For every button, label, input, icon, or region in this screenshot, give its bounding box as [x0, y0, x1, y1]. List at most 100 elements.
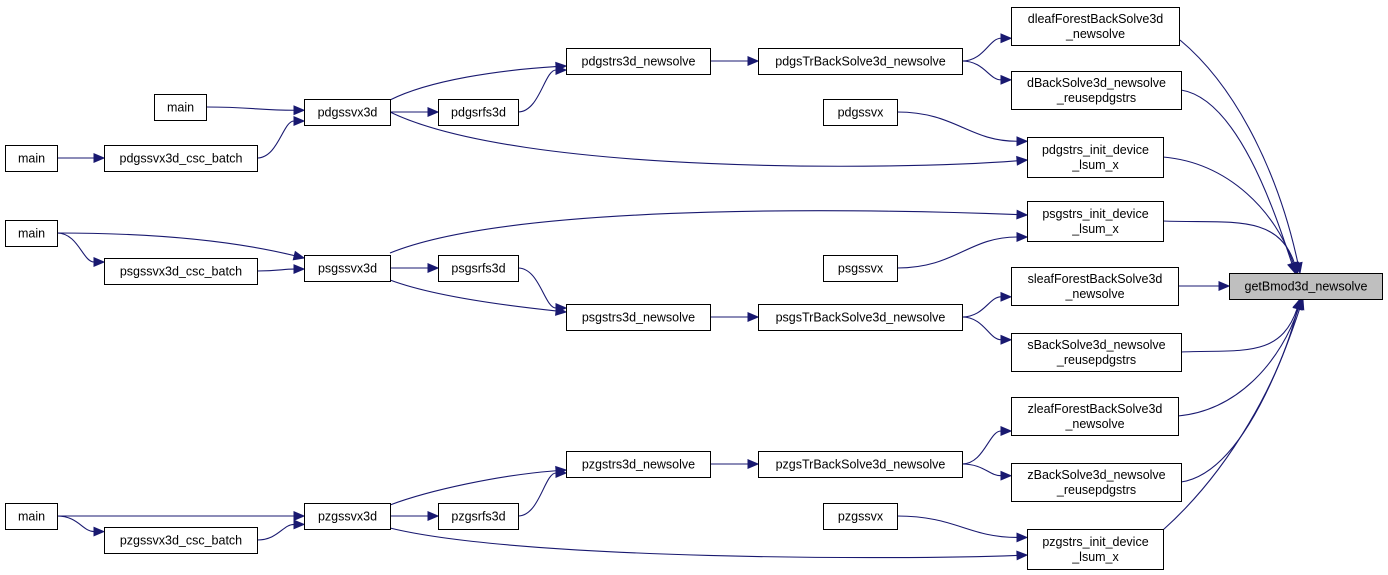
- node-pzgssvx[interactable]: pzgssvx: [823, 503, 898, 530]
- edge-pzgsrfs3d-to-pzgstrs3d: [517, 468, 568, 517]
- node-dleafForest[interactable]: dleafForestBackSolve3d_newsolve: [1011, 7, 1180, 46]
- edge-pdgssvx3d-to-pdgstrsInit: [389, 111, 1029, 167]
- node-zBackSolve[interactable]: zBackSolve3d_newsolve_reusepdgstrs: [1011, 463, 1182, 502]
- node-label: pzgstrs_init_device: [1042, 535, 1148, 549]
- edge-line: [1177, 308, 1299, 417]
- edge-arrowhead: [1218, 281, 1231, 291]
- edge-arrowhead: [427, 107, 440, 117]
- node-label: _lsum_x: [1071, 222, 1119, 236]
- node-label: getBmod3d_newsolve: [1245, 280, 1368, 294]
- edge-pdgssvx-to-pdgstrsInit: [896, 111, 1029, 147]
- node-label: main: [18, 510, 45, 524]
- node-box: [1011, 463, 1182, 502]
- node-label: pzgssvx: [838, 510, 884, 524]
- edge-arrowhead: [555, 303, 568, 313]
- edge-line: [1180, 308, 1298, 353]
- node-label: psgsrfs3d: [451, 262, 505, 276]
- edge-main_d1-to-pdgssvx3d: [205, 105, 306, 116]
- node-main_d2[interactable]: main: [5, 145, 58, 172]
- node-box: [438, 99, 519, 126]
- node-box: [104, 145, 258, 172]
- node-label: dleafForestBackSolve3d: [1028, 12, 1164, 26]
- edge-pzgsTrBack-to-zleafForest: [961, 426, 1013, 465]
- node-box: [438, 255, 519, 282]
- edge-arrowhead: [1016, 136, 1029, 147]
- edge-arrowhead: [1016, 532, 1029, 543]
- node-label: _lsum_x: [1071, 550, 1119, 564]
- node-psgsrfs3d[interactable]: psgsrfs3d: [438, 255, 519, 282]
- node-box: [758, 48, 963, 75]
- node-box: [758, 451, 963, 478]
- node-main_s[interactable]: main: [5, 220, 58, 247]
- edge-arrowhead: [93, 257, 106, 267]
- node-box: [1027, 137, 1164, 178]
- node-psgstrs3d[interactable]: psgstrs3d_newsolve: [566, 304, 711, 331]
- node-pdgstrs3d[interactable]: pdgstrs3d_newsolve: [566, 48, 711, 75]
- node-dBackSolve[interactable]: dBackSolve3d_newsolve_reusepdgstrs: [1011, 71, 1182, 110]
- edge-zleafForest-to-getBmod: [1177, 297, 1303, 417]
- edge-arrowhead: [1016, 232, 1029, 242]
- node-label: _lsum_x: [1071, 158, 1119, 172]
- edge-pzgssvx-to-pzgstrsInit: [896, 515, 1029, 543]
- edge-main_s-to-psgssvx3dBatch: [56, 232, 106, 267]
- node-label: _newsolve: [1064, 287, 1124, 301]
- node-pzgssvx3dBatch[interactable]: pzgssvx3d_csc_batch: [104, 527, 258, 554]
- node-box: [1027, 201, 1164, 242]
- node-pzgstrs3d[interactable]: pzgstrs3d_newsolve: [566, 451, 711, 478]
- node-pzgstrsInit[interactable]: pzgstrs_init_device_lsum_x: [1027, 529, 1164, 570]
- node-label: main: [167, 101, 194, 115]
- edge-arrowhead: [555, 468, 568, 478]
- node-label: dBackSolve3d_newsolve: [1027, 76, 1166, 90]
- edge-arrowhead: [293, 519, 306, 530]
- edge-main_z-to-pzgssvx3d: [56, 511, 306, 521]
- node-label: _newsolve: [1065, 27, 1125, 41]
- edge-line: [1180, 308, 1301, 483]
- node-box: [566, 451, 711, 478]
- edge-pzgsTrBack-to-zBackSolve: [961, 463, 1013, 481]
- node-pdgssvx3dBatch[interactable]: pdgssvx3d_csc_batch: [104, 145, 258, 172]
- node-label: pdgssvx3d_csc_batch: [120, 152, 243, 166]
- node-label: pdgstrs3d_newsolve: [582, 55, 696, 69]
- node-psgssvx[interactable]: psgssvx: [823, 255, 898, 282]
- node-pzgssvx3d[interactable]: pzgssvx3d: [304, 503, 391, 530]
- edge-line: [961, 430, 1002, 465]
- node-pzgsrfs3d[interactable]: pzgsrfs3d: [438, 503, 519, 530]
- edge-pdgsTrBack-to-dBackSolve: [961, 60, 1013, 85]
- node-psgstrsInit[interactable]: psgstrs_init_device_lsum_x: [1027, 201, 1164, 242]
- node-pdgssvx[interactable]: pdgssvx: [823, 99, 898, 126]
- node-label: pdgsrfs3d: [451, 106, 506, 120]
- edge-arrowhead: [1016, 155, 1029, 166]
- node-sleafForest[interactable]: sleafForestBackSolve3d_newsolve: [1011, 267, 1179, 306]
- edge-main_d2-to-pdgssvx3dBatch: [56, 153, 106, 163]
- node-pdgsTrBack[interactable]: pdgsTrBackSolve3d_newsolve: [758, 48, 963, 75]
- node-main_z[interactable]: main: [5, 503, 58, 530]
- edges-layer: [56, 33, 1305, 561]
- node-zleafForest[interactable]: zleafForestBackSolve3d_newsolve: [1011, 397, 1179, 436]
- node-label: pzgssvx3d_csc_batch: [120, 534, 242, 548]
- edge-arrowhead: [1292, 297, 1303, 311]
- node-pdgsrfs3d[interactable]: pdgsrfs3d: [438, 99, 519, 126]
- edge-main_s-to-psgssvx3d: [56, 232, 306, 261]
- node-main_d1[interactable]: main: [154, 94, 207, 121]
- node-pdgssvx3d[interactable]: pdgssvx3d: [304, 99, 391, 126]
- edge-line: [256, 523, 295, 541]
- node-box: [304, 255, 391, 282]
- node-psgsTrBack[interactable]: psgsTrBackSolve3d_newsolve: [758, 304, 963, 331]
- node-psgssvx3dBatch[interactable]: psgssvx3d_csc_batch: [104, 258, 258, 285]
- node-box: [823, 99, 898, 126]
- node-sBackSolve[interactable]: sBackSolve3d_newsolve_reusepdgstrs: [1011, 333, 1182, 372]
- node-pdgstrsInit[interactable]: pdgstrs_init_device_lsum_x: [1027, 137, 1164, 178]
- node-label: _reusepdgstrs: [1056, 91, 1136, 105]
- node-label: psgssvx3d_csc_batch: [120, 265, 242, 279]
- edge-line: [56, 232, 295, 257]
- edge-line: [961, 37, 1002, 62]
- edge-psgstrs3d-to-psgsTrBack: [710, 312, 760, 322]
- node-label: psgstrs3d_newsolve: [582, 311, 695, 325]
- node-box: [1011, 267, 1179, 306]
- node-pzgsTrBack[interactable]: pzgsTrBackSolve3d_newsolve: [758, 451, 963, 478]
- node-psgssvx3d[interactable]: psgssvx3d: [304, 255, 391, 282]
- node-box: [5, 145, 58, 172]
- edge-line: [1179, 39, 1299, 264]
- edge-line: [389, 527, 1018, 559]
